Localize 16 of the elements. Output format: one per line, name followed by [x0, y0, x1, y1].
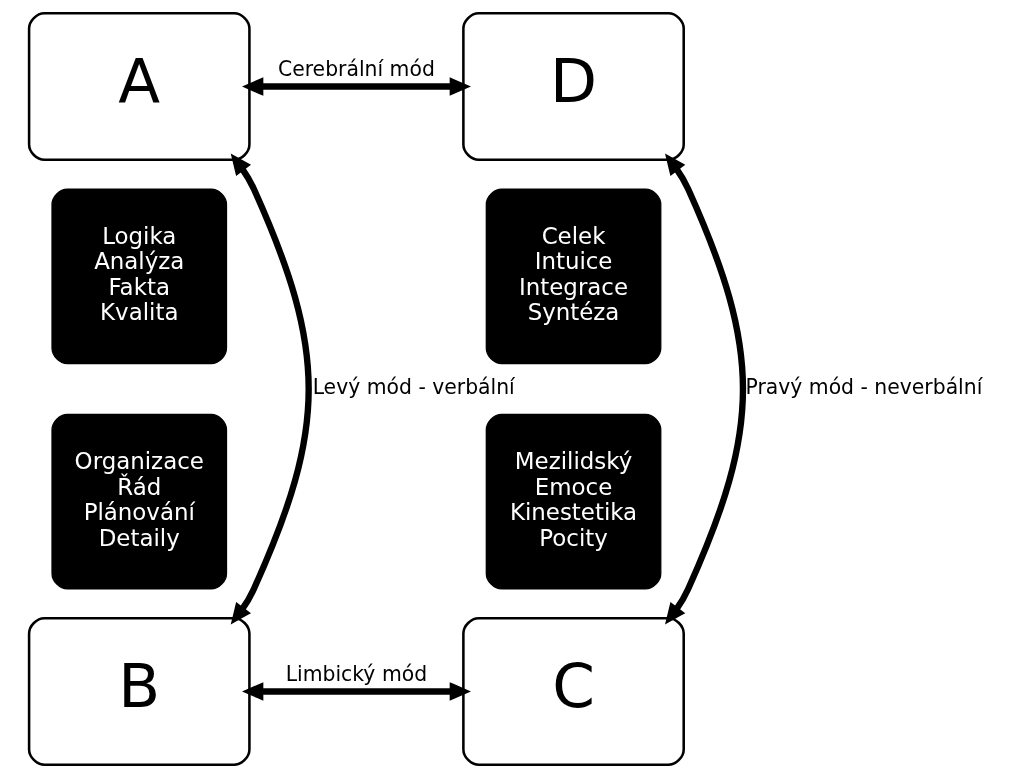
arrow [242, 77, 471, 96]
edge-label: Cerebrální mód [277, 57, 435, 82]
node-box: Mezilidský Emoce Kinestetika Pocity [485, 413, 662, 590]
node-box: Logika Analýza Fakta Kvalita [51, 188, 228, 365]
edge-label: Pravý mód - neverbální [745, 374, 983, 399]
node-box: D [462, 12, 685, 162]
node-box: B [27, 616, 251, 766]
edge-label: Limbický mód [285, 662, 428, 687]
edge-label: Levý mód - verbální [312, 374, 515, 399]
arrow [665, 153, 747, 625]
node-box: A [27, 12, 251, 162]
node-box: C [462, 616, 685, 766]
arrow [242, 682, 471, 701]
arrow [230, 153, 312, 625]
node-box: Celek Intuice Integrace Syntéza [485, 188, 662, 365]
node-box: Organizace Řád Plánování Detaily [51, 413, 228, 590]
